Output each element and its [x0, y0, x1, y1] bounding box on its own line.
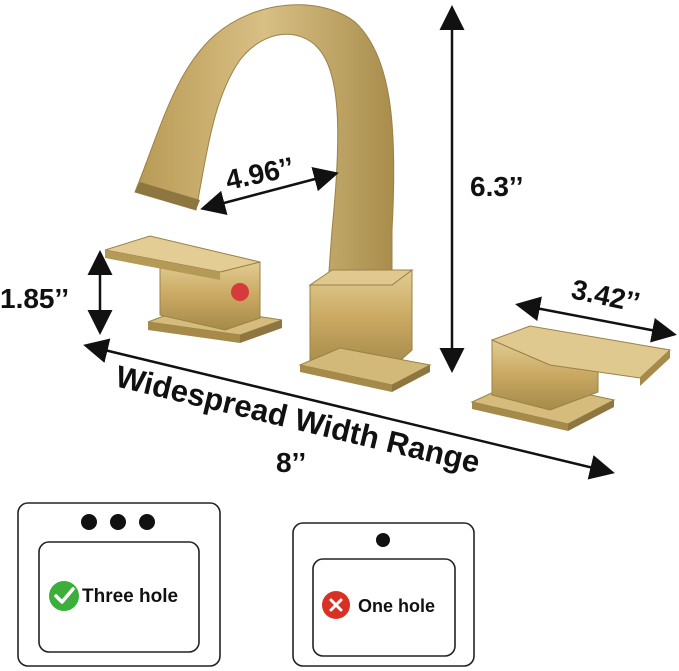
sink-basin — [38, 541, 200, 653]
sink-three-hole-label: Three hole — [82, 586, 178, 607]
cross-icon — [322, 591, 350, 619]
spout-height-label: 6.3’’ — [470, 171, 523, 202]
handle-height-label: 1.85’’ — [0, 283, 69, 314]
faucet-illustration — [104, 4, 672, 431]
sink-one-hole: One hole — [292, 522, 475, 667]
faucet-spout — [134, 4, 395, 286]
sink-one-hole-label: One hole — [358, 596, 435, 616]
hot-indicator-dot — [231, 283, 249, 301]
sink-hole — [139, 514, 155, 530]
dimension-lines — [83, 5, 677, 480]
sink-three-hole: Three hole — [17, 502, 221, 667]
sink-hole — [376, 533, 390, 547]
check-icon — [49, 581, 79, 611]
width-range-arrow — [83, 338, 615, 480]
sink-hole — [81, 514, 97, 530]
handle-length-arrow — [515, 296, 677, 343]
sink-basin — [312, 558, 456, 657]
width-value-label: 8’’ — [276, 447, 306, 478]
right-handle — [470, 325, 672, 431]
spout-reach-arrow — [200, 167, 339, 215]
handle-length-label: 3.42’’ — [569, 274, 643, 319]
spout-reach-label: 4.96’’ — [223, 151, 297, 196]
left-handle — [104, 235, 283, 343]
sink-hole — [110, 514, 126, 530]
